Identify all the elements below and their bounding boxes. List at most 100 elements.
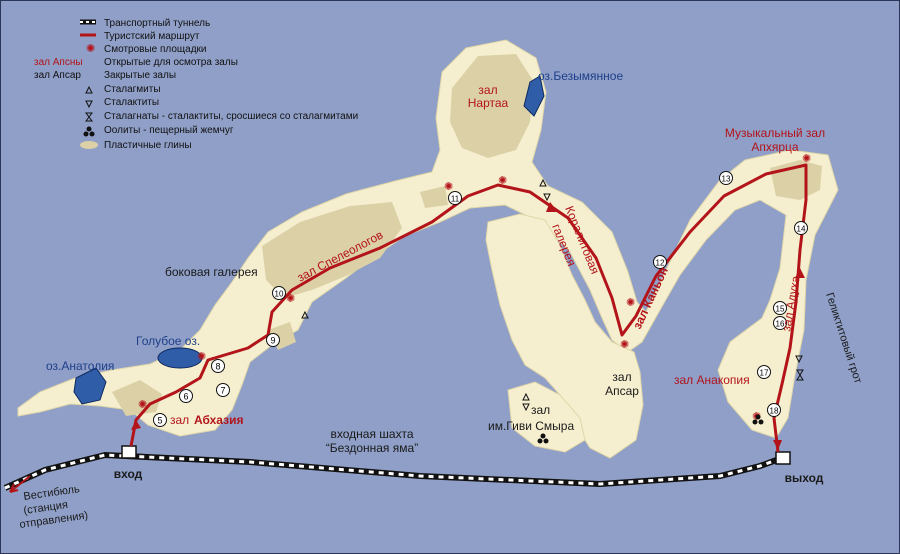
lake-anatolia-label: оз.Анатолия — [46, 359, 114, 373]
svg-text:11: 11 — [451, 195, 460, 204]
hall-nartaa-label-1: зал — [478, 83, 497, 97]
legend-stalagmites: Сталагмиты — [104, 84, 161, 95]
stalagmite-icon — [301, 310, 309, 319]
viewpoint-icon: ✺ — [620, 339, 629, 351]
svg-text:5: 5 — [157, 416, 162, 426]
stalagmite-icon — [539, 178, 547, 187]
legend-route: Туристский маршрут — [104, 31, 200, 42]
legend-clays: Пластичные глины — [104, 140, 192, 151]
legend-clay-swatch — [80, 141, 98, 149]
stalagnate-icon — [85, 112, 93, 122]
viewpoint-icon: ✺ — [197, 351, 206, 363]
viewpoint-icon: ✺ — [626, 297, 635, 309]
svg-text:6: 6 — [183, 392, 188, 402]
entrance-label: вход — [114, 467, 143, 481]
legend-viewpoints: Смотровые площадки — [104, 44, 207, 55]
music-hall-label-1: Музыкальный зал — [725, 126, 825, 140]
exit-label: выход — [785, 471, 824, 485]
legend: Транспортный туннель Туристский маршрут … — [34, 18, 358, 151]
legend-closed-sample: зал Апсар — [34, 70, 81, 81]
stalagmite-icon — [85, 85, 93, 94]
clay-speleologists — [262, 202, 402, 298]
lake-unnamed — [523, 75, 545, 117]
oolite-icon — [83, 126, 95, 137]
stalactite-icon — [543, 193, 551, 202]
route-arrow-exit — [773, 440, 782, 450]
route-stop-marker: 5 — [153, 413, 167, 427]
legend-tunnel: Транспортный туннель — [104, 18, 210, 29]
cave-middle-island — [359, 261, 479, 373]
route-stop-marker: 12 — [653, 255, 667, 269]
route-arrow-entry — [131, 420, 141, 430]
svg-text:8: 8 — [215, 362, 220, 372]
route-stop-marker: 8 — [211, 359, 225, 373]
route-stop-marker: 13 — [719, 171, 733, 185]
stalagnate-icon — [796, 369, 804, 381]
route-stop-marker: 11 — [448, 191, 462, 205]
viewpoint-icon: ✺ — [802, 153, 811, 165]
transport-tunnel — [3, 451, 784, 491]
formation-icons — [301, 178, 804, 412]
svg-text:9: 9 — [270, 336, 275, 346]
hall-nartaa-label-2: Нартаа — [468, 96, 509, 110]
route-arrow-south — [795, 268, 805, 278]
hall-smyr-label-2: им.Гиви Смыра — [488, 419, 574, 433]
viewpoint-icon: ✺ — [444, 181, 453, 193]
route-stop-marker: 18 — [767, 403, 781, 417]
hall-apsar-label-2: Апсар — [605, 384, 639, 398]
legend-oolites: Оолиты - пещерный жемчуг — [104, 125, 234, 136]
viewpoint-icon: ✺ — [138, 399, 147, 411]
viewpoint-icon: ✺ — [86, 43, 95, 55]
route-stop-marker: 17 — [757, 365, 771, 379]
hall-anakopia-label: зал Анакопия — [674, 373, 750, 387]
clay-small-2 — [420, 186, 448, 208]
cave-west-section — [17, 39, 839, 439]
lake-unnamed-label: оз.Безымянное — [538, 69, 623, 83]
lake-anatolia — [73, 367, 107, 405]
oolite-icons — [537, 414, 764, 444]
clay-abkhazia — [112, 380, 162, 416]
shaft-label-2: “Бездонная яма” — [326, 441, 418, 455]
stalactite-icon — [795, 355, 803, 364]
lakes — [73, 75, 545, 405]
svg-text:13: 13 — [722, 175, 731, 184]
hall-abkhazia-label: Абхазия — [194, 413, 243, 427]
route-stop-marker: 7 — [216, 383, 230, 397]
stalagmite-icon — [522, 392, 530, 401]
entrance-station-icon — [121, 445, 137, 459]
cave-passages — [17, 39, 839, 459]
svg-text:7: 7 — [220, 386, 225, 396]
viewpoint-icon: ✺ — [286, 293, 295, 305]
svg-text:14: 14 — [797, 225, 806, 234]
shaft-label-1: входная шахта — [331, 427, 414, 441]
blue-lake-label: Голубое оз. — [136, 334, 200, 348]
svg-text:15: 15 — [776, 305, 785, 314]
exit-station-icon — [775, 451, 791, 465]
route-stop-marker: 14 — [794, 221, 808, 235]
lake-blue — [157, 347, 203, 369]
legend-stalagnates: Сталагнаты - сталактиты, сросшиеся со ст… — [104, 111, 358, 122]
route-stop-marker: 6 — [179, 389, 193, 403]
route-stop-marker: 10 — [272, 286, 286, 300]
route-stop-marker: 15 — [773, 301, 787, 315]
hall-abkhazia-prefix: зал — [170, 413, 189, 427]
departure-arrow-icon — [9, 475, 31, 493]
route-arrow-east — [546, 202, 558, 212]
svg-text:10: 10 — [275, 290, 284, 299]
hall-smyr-label-1: зал — [531, 403, 550, 417]
route-stop-markers: 5 6 7 8 9 10 11 12 13 14 15 16 17 18 — [153, 171, 808, 427]
legend-stalactites: Сталактиты — [104, 97, 159, 108]
stalactite-icon — [522, 403, 530, 412]
hall-apsar-label-1: зал — [612, 370, 631, 384]
legend-open-sample: зал Апсны — [34, 57, 83, 68]
svg-text:16: 16 — [776, 320, 785, 329]
music-hall-label-2: Апхярца — [751, 140, 799, 154]
viewpoint-icon: ✺ — [498, 175, 507, 187]
clay-nartaa — [450, 54, 534, 158]
legend-closed-halls: Закрытые залы — [104, 70, 176, 81]
cave-apsar-section — [485, 213, 644, 459]
stalactite-icon — [85, 100, 93, 109]
svg-text:18: 18 — [770, 407, 779, 416]
svg-text:17: 17 — [760, 369, 769, 378]
